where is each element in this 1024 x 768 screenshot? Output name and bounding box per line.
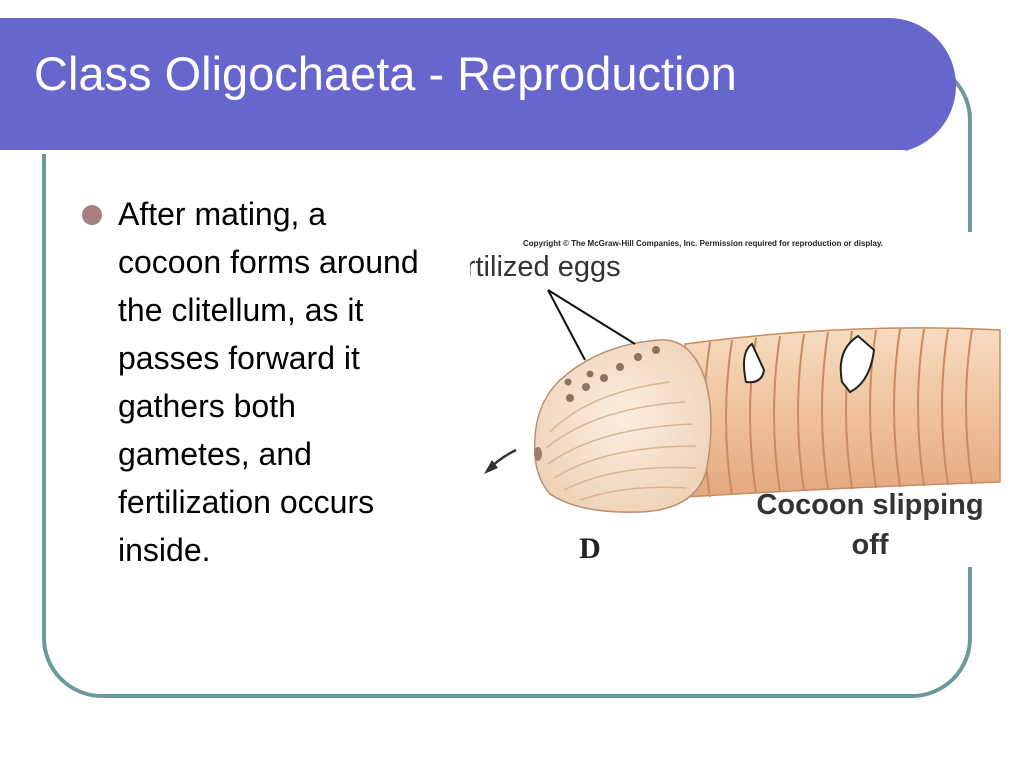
label-fertilized-eggs: Fertilized eggs xyxy=(470,251,621,283)
worm-body xyxy=(684,327,1001,498)
label-cocoon-off: off xyxy=(851,529,888,561)
direction-arrow-icon xyxy=(484,448,517,474)
earthworm-figure: Copyright © The McGraw-Hill Companies, I… xyxy=(470,232,1010,567)
cocoon xyxy=(533,339,712,513)
earthworm-diagram: Copyright © The McGraw-Hill Companies, I… xyxy=(470,239,1001,565)
egg-pointer-lines xyxy=(547,289,636,361)
title-underline xyxy=(0,150,905,154)
copyright-text: Copyright © The McGraw-Hill Companies, I… xyxy=(523,239,883,248)
bullet-text: After mating, a cocoon forms around the … xyxy=(118,196,419,568)
panel-letter: D xyxy=(579,532,601,565)
egg-dots xyxy=(564,346,660,402)
title-bar xyxy=(0,18,956,154)
bullet-icon xyxy=(82,205,102,225)
label-cocoon-slipping: Cocoon slipping xyxy=(756,489,983,521)
slide-title: Class Oligochaeta - Reproduction xyxy=(34,47,737,100)
